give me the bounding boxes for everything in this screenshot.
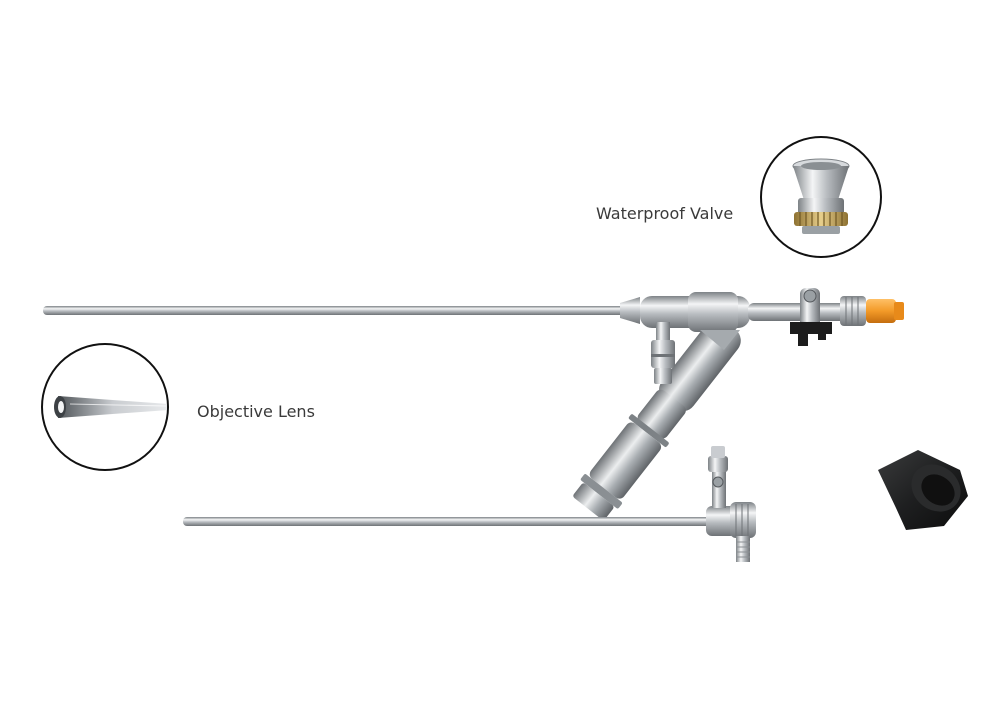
- sheath-tube: [183, 517, 713, 526]
- valve-lever: [790, 322, 832, 346]
- objective-lens-callout: [41, 343, 169, 471]
- waterproof-valve-image: [792, 158, 850, 234]
- objective-lens-label: Objective Lens: [197, 402, 315, 421]
- telescope: [43, 288, 968, 530]
- light-post-connector: [651, 322, 675, 384]
- valve-branch: [748, 288, 904, 346]
- waterproof-valve-label: Waterproof Valve: [596, 204, 734, 223]
- sheath: [183, 446, 756, 562]
- telescope-shaft: [43, 306, 633, 315]
- objective-lens-image: [54, 396, 167, 418]
- eyepiece-cup: [878, 450, 968, 530]
- waterproof-valve-callout: [760, 136, 882, 258]
- shaft-collar: [620, 297, 640, 324]
- orange-valve-cap: [866, 299, 896, 323]
